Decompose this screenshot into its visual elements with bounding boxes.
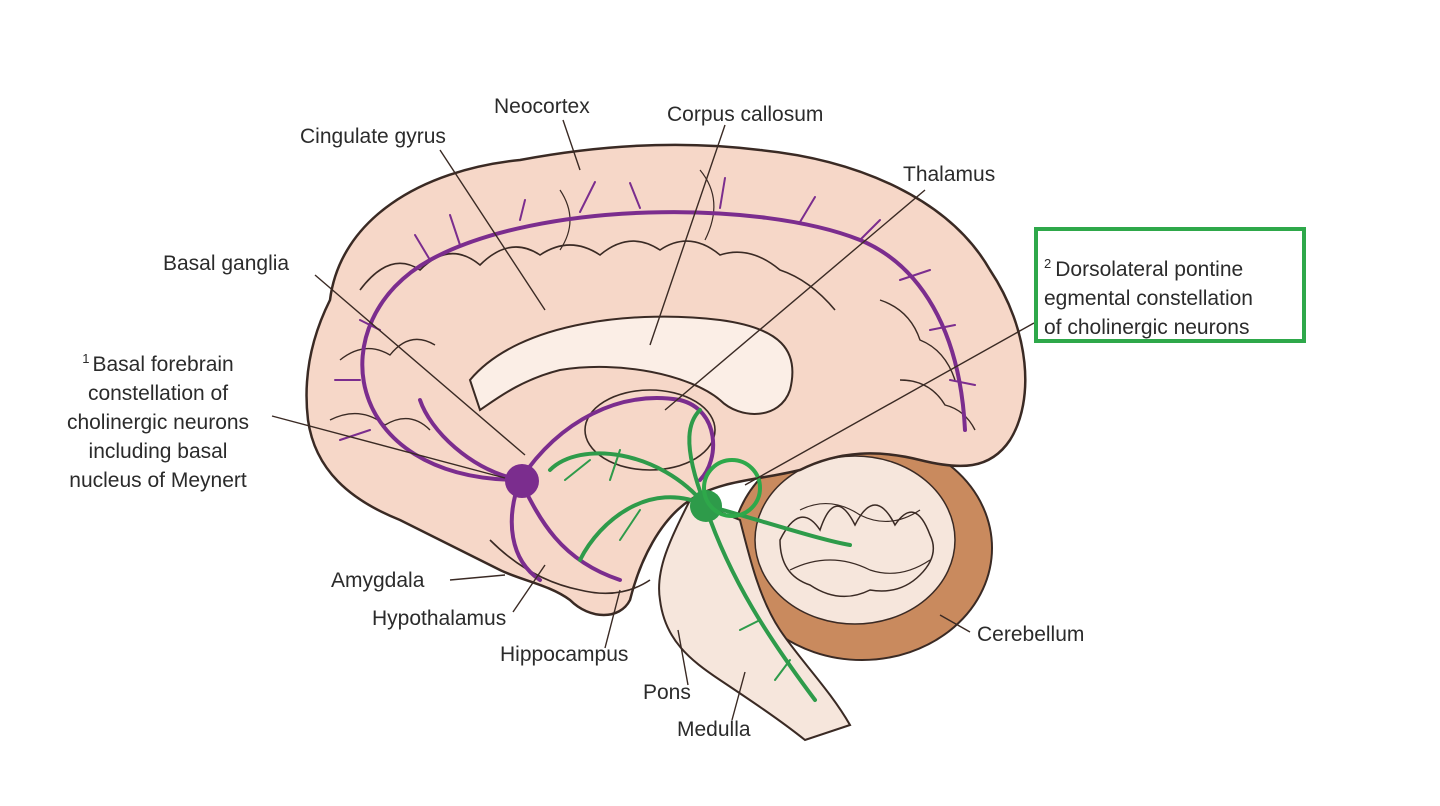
label-thalamus: Thalamus [903, 163, 996, 186]
label-hypothalamus: Hypothalamus [372, 607, 507, 630]
pontine-line-1: Dorsolateral pontine [1055, 258, 1244, 281]
label-amygdala: Amygdala [331, 569, 425, 592]
pontine-highlight-ring [702, 458, 762, 518]
pontine-pathways [548, 408, 852, 702]
pontine-nucleus [690, 490, 722, 522]
label-corpus-callosum: Corpus callosum [667, 103, 824, 126]
basal-forebrain-line-5: nucleus of Meynert [69, 469, 247, 492]
cerebellum [731, 435, 993, 661]
thalamus-shape [584, 389, 716, 471]
pontine-branches [564, 449, 791, 681]
leader-lines [271, 119, 1035, 721]
corpus-callosum-shape [468, 315, 794, 415]
basal-forebrain-branches [334, 177, 976, 441]
label-cingulate-gyrus: Cingulate gyrus [300, 125, 446, 148]
label-pons: Pons [643, 681, 691, 704]
label-cerebellum: Cerebellum [977, 623, 1085, 646]
basal-forebrain-line-3: cholinergic neurons [66, 411, 250, 434]
basal-forebrain-line-1: Basal forebrain [92, 353, 234, 376]
pontine-line-2: egmental constellation [1044, 287, 1253, 310]
basal-forebrain-line-2: constellation of [87, 382, 229, 405]
basal-forebrain-line-4: including basal [88, 440, 228, 463]
basal-forebrain-nucleus [505, 464, 539, 498]
temporal-region [489, 539, 651, 595]
label-medulla: Medulla [677, 718, 751, 741]
label-hippocampus: Hippocampus [500, 643, 629, 666]
label-neocortex: Neocortex [494, 95, 590, 118]
basal-forebrain-pathways [360, 210, 967, 582]
cerebrum [305, 143, 1027, 617]
label-basal-ganglia: Basal ganglia [163, 252, 290, 275]
footnote-marker-1: 1 [82, 351, 90, 366]
footnote-marker-2: 2 [1044, 256, 1052, 271]
pontine-line-3: of cholinergic neurons [1044, 316, 1250, 339]
